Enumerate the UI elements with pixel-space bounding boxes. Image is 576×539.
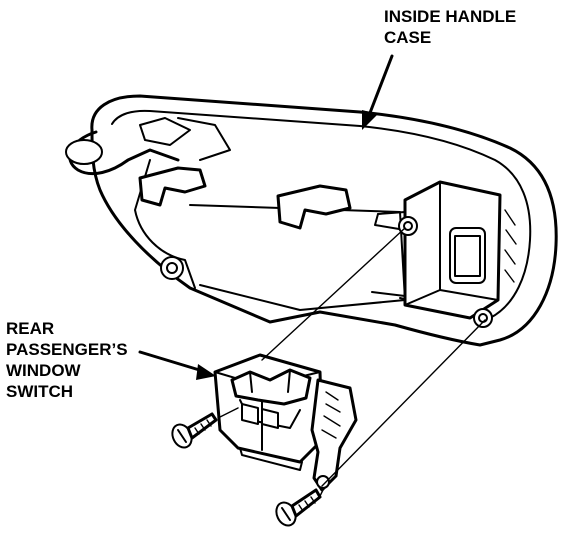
screw-upper — [171, 412, 218, 449]
label-line: REAR — [6, 319, 55, 338]
label-line: SWITCH — [6, 382, 74, 401]
rear-passenger-window-switch — [213, 353, 358, 492]
cavity-wall — [134, 159, 196, 289]
retaining-clip-2 — [276, 184, 352, 230]
bracket-screw-hole — [316, 475, 330, 489]
leader-switch — [138, 350, 216, 380]
switch-housing — [371, 180, 517, 328]
screw-boss-upper — [398, 216, 418, 236]
label-line: PASSENGER’S — [6, 340, 128, 359]
mounting-tab-hole — [65, 139, 103, 165]
label-line: WINDOW — [6, 361, 81, 380]
screw-boss-lower — [473, 308, 493, 328]
mount-hole-left — [160, 256, 184, 280]
leader-case — [362, 54, 394, 130]
label-line: INSIDE HANDLE — [384, 7, 517, 26]
alignment-lines — [217, 227, 486, 497]
label-line: CASE — [384, 28, 432, 47]
label-rear-passenger-window-switch: REAR PASSENGER’S WINDOW SWITCH — [6, 318, 128, 402]
screw-lower — [275, 488, 322, 527]
label-inside-handle-case: INSIDE HANDLE CASE — [384, 6, 516, 48]
retaining-clip-1 — [138, 166, 207, 207]
